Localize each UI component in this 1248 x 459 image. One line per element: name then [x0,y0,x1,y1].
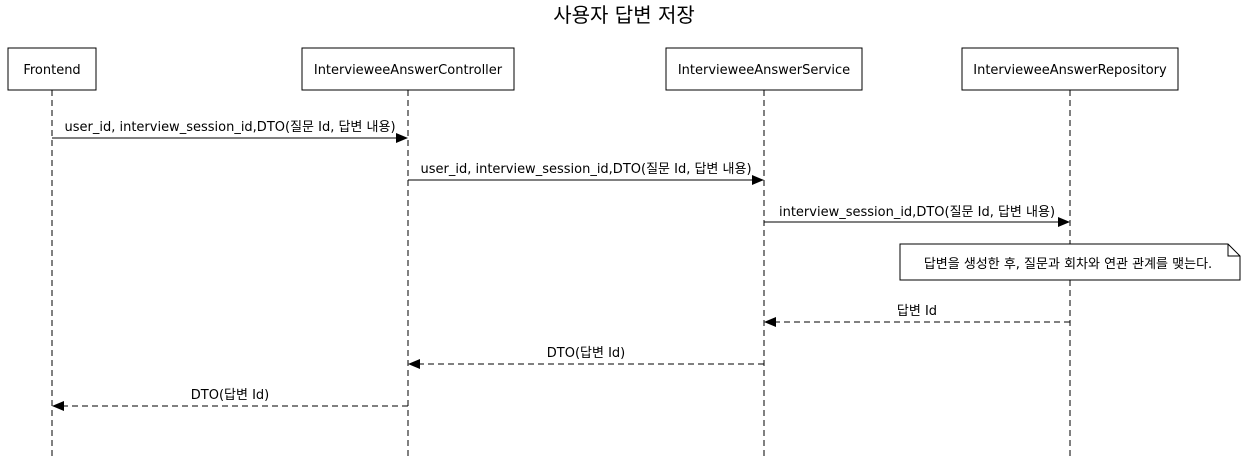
message-label: interview_session_id,DTO(질문 Id, 답변 내용) [779,205,1055,220]
message-label: user_id, interview_session_id,DTO(질문 Id,… [420,162,751,177]
message-6: DTO(답변 Id) [52,388,408,411]
message-5: DTO(답변 Id) [408,346,764,369]
participant-label: Frontend [23,63,80,78]
message-label: DTO(답변 Id) [191,388,269,403]
participant-repository: IntervieweeAnswerRepository [961,47,1179,91]
message-label: DTO(답변 Id) [547,346,625,361]
message-label: 답변 Id [897,304,937,319]
message-1: user_id, interview_session_id,DTO(질문 Id,… [52,120,408,143]
participant-service: IntervieweeAnswerService [665,47,863,91]
participant-frontend: Frontend [7,47,97,91]
participant-label: IntervieweeAnswerService [678,63,850,78]
participant-label: IntervieweeAnswerRepository [973,63,1167,78]
message-label: user_id, interview_session_id,DTO(질문 Id,… [64,120,395,135]
message-2: user_id, interview_session_id,DTO(질문 Id,… [408,162,764,185]
message-3: interview_session_id,DTO(질문 Id, 답변 내용) [764,205,1070,227]
note-text: 답변을 생성한 후, 질문과 회차와 연관 관계를 맺는다. [924,257,1212,272]
diagram-title: 사용자 답변 저장 [553,3,695,27]
participant-controller: IntervieweeAnswerController [301,47,515,91]
message-4: 답변 Id [764,304,1070,327]
note: 답변을 생성한 후, 질문과 회차와 연관 관계를 맺는다. [899,243,1241,281]
participant-label: IntervieweeAnswerController [314,63,503,78]
